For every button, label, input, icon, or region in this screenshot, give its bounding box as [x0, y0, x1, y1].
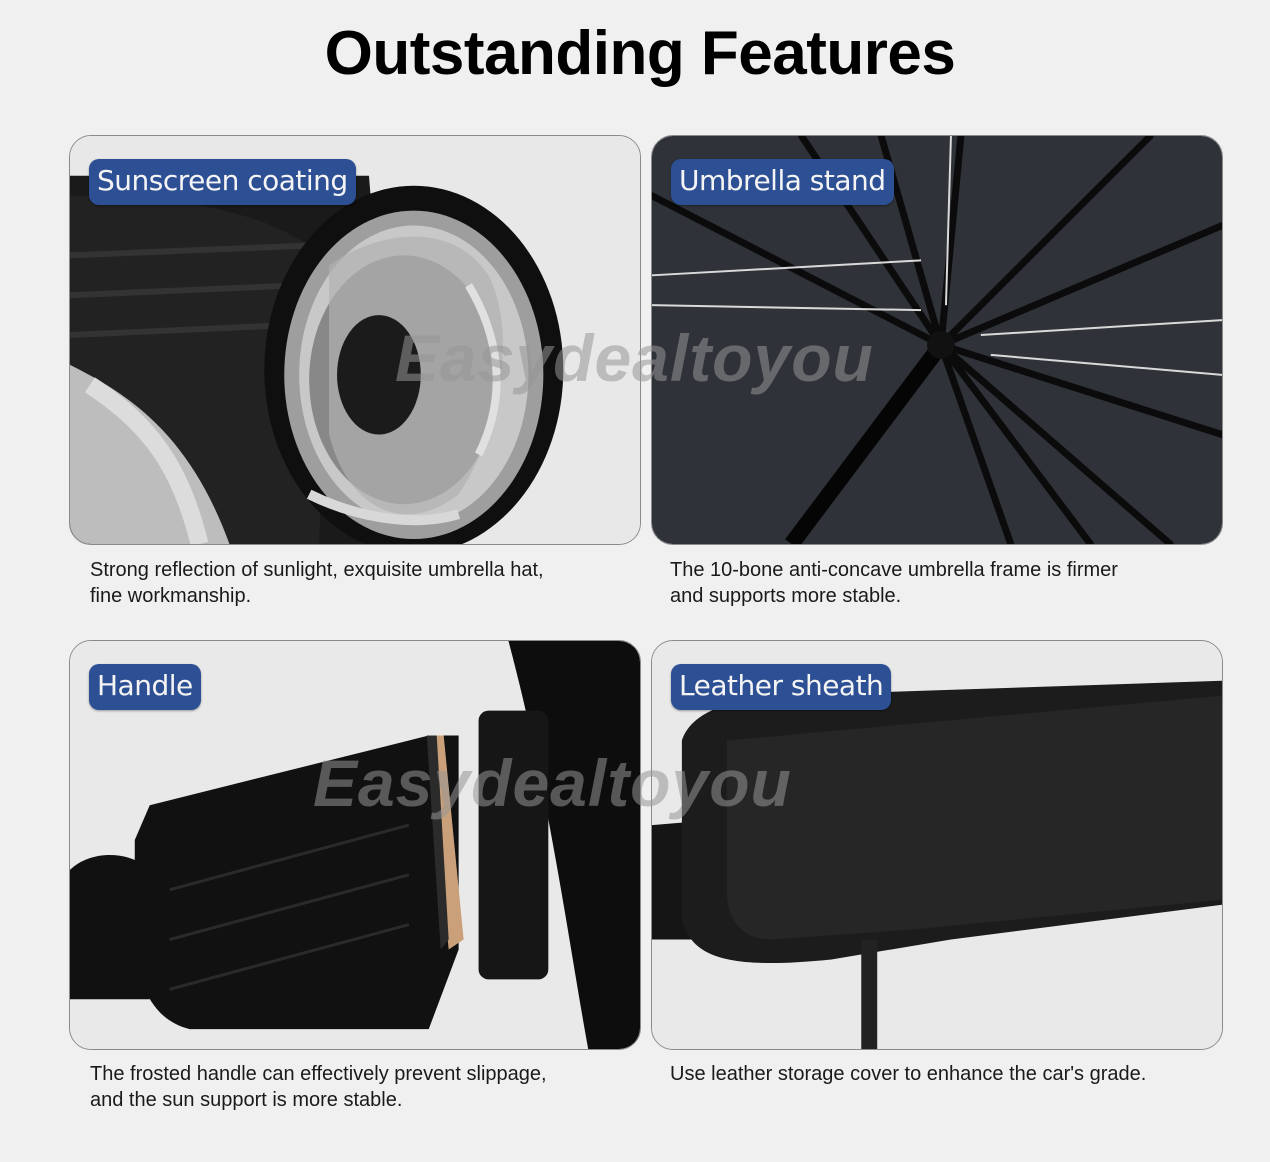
- feature-badge: Sunscreen coating: [89, 159, 356, 205]
- feature-card-leather-sheath: Leather sheath: [651, 640, 1223, 1050]
- feature-badge: Umbrella stand: [671, 159, 894, 205]
- feature-badge: Handle: [89, 664, 201, 710]
- feature-description: Strong reflection of sunlight, exquisite…: [90, 557, 650, 609]
- description-line: Strong reflection of sunlight, exquisite…: [90, 559, 544, 581]
- description-line: Use leather storage cover to enhance the…: [670, 1063, 1147, 1085]
- description-line: The 10-bone anti-concave umbrella frame …: [670, 559, 1118, 581]
- feature-card-umbrella-stand: Umbrella stand: [651, 135, 1223, 545]
- feature-badge: Leather sheath: [671, 664, 892, 710]
- description-line: The frosted handle can effectively preve…: [90, 1063, 547, 1085]
- feature-description: The frosted handle can effectively preve…: [90, 1061, 650, 1113]
- description-line: and supports more stable.: [670, 585, 902, 607]
- description-line: fine workmanship.: [90, 585, 252, 607]
- feature-description: The 10-bone anti-concave umbrella frame …: [670, 557, 1230, 609]
- page-title: Outstanding Features: [324, 19, 956, 88]
- feature-card-sunscreen-coating: Sunscreen coating: [69, 135, 641, 545]
- feature-description: Use leather storage cover to enhance the…: [670, 1061, 1230, 1087]
- description-line: and the sun support is more stable.: [90, 1089, 403, 1111]
- folded-umbrella-image: [70, 136, 640, 544]
- feature-card-handle: Handle: [69, 640, 641, 1050]
